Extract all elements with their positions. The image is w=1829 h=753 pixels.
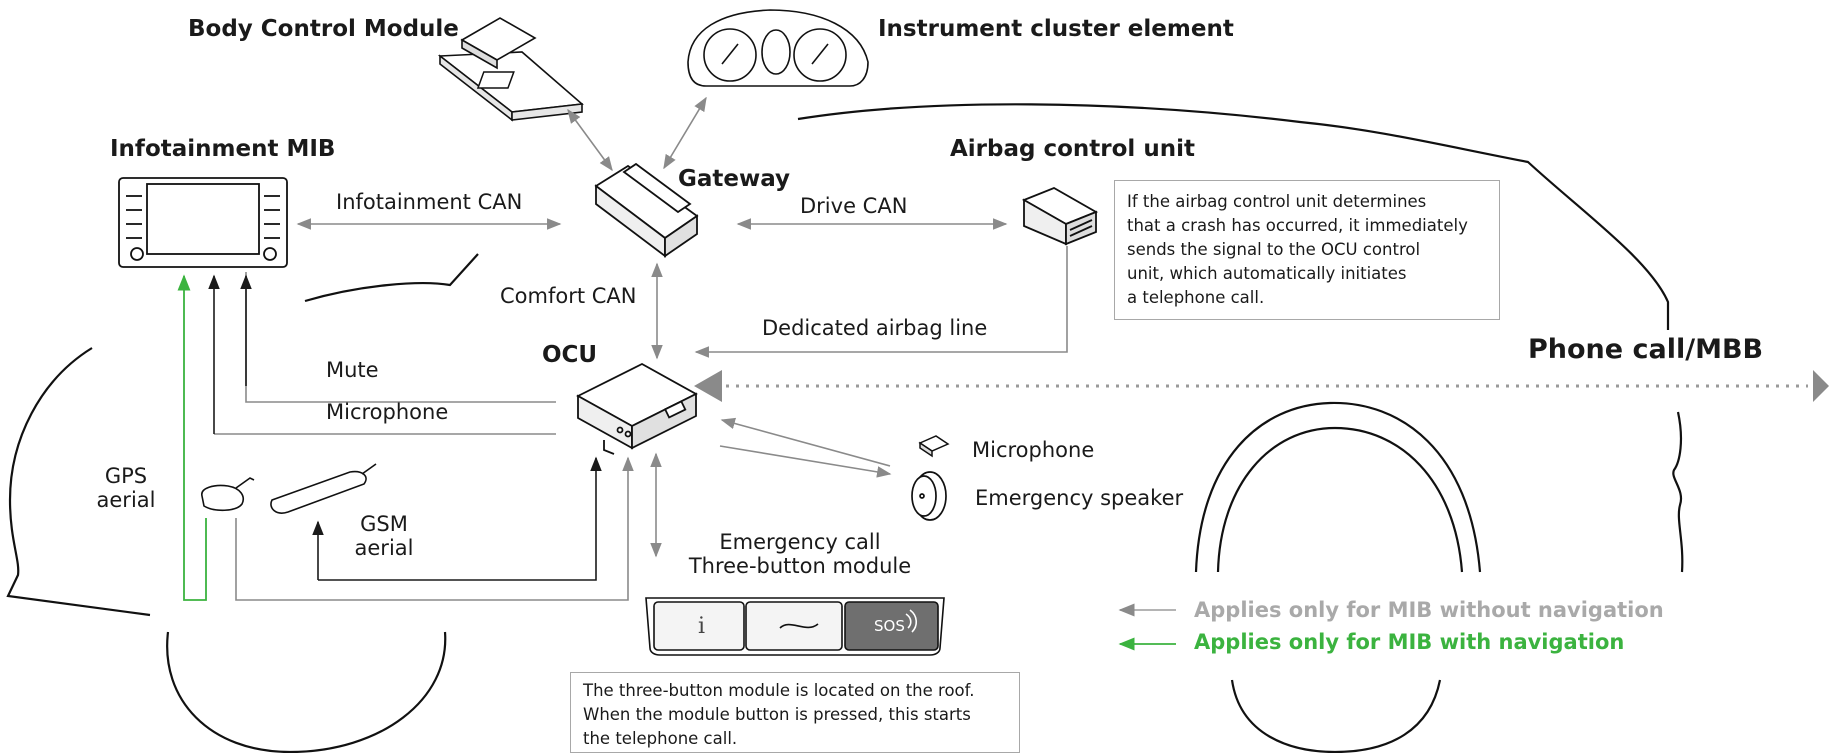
phone-call-title: Phone call/MBB [1528,334,1764,365]
emergency-call-label-line2: Three-button module [688,554,912,579]
ocu-title: OCU [542,342,598,368]
info-button-label: i [698,614,706,639]
emergency-speaker-label: Emergency speaker [975,486,1184,510]
drive-can-label: Drive CAN [800,194,908,218]
car-outline [6,103,1684,753]
comfort-can-label: Comfort CAN [500,284,637,308]
gsm-aerial-label: GSM aerial [352,512,416,560]
microphone-icon [918,435,950,458]
body-control-module-title: Body Control Module [188,16,459,42]
three-button-module-icon [645,597,945,656]
microphone-line-label: Microphone [326,400,449,424]
body-control-module-icon [437,17,584,122]
airbag-note-line: unit, which automatically initiates [1127,263,1407,283]
gateway-title: Gateway [678,166,791,192]
gsm-aerial-icon [270,463,377,514]
gsm-aerial-label-line1: GSM [360,512,408,536]
airbag-note: If the airbag control unit determines th… [1114,180,1500,320]
infotainment-can-label: Infotainment CAN [336,190,523,214]
gps-aerial-label: GPS aerial [96,464,156,512]
mute-label: Mute [326,358,379,382]
emergency-speaker-icon [911,471,947,521]
sos-button-label: SOS [874,617,905,635]
infotainment-unit-icon [118,177,288,268]
emergency-call-label: Emergency call Three-button module [680,530,920,578]
ocu-icon [576,362,698,455]
airbag-note-line: If the airbag control unit determines [1127,192,1427,211]
dedicated-airbag-line-label: Dedicated airbag line [762,316,988,340]
legend-with-navigation: Applies only for MIB with navigation [1194,630,1625,654]
airbag-note-line: a telephone call. [1127,287,1265,307]
phone-call-line [694,370,1829,402]
three-button-note-line: The three-button module is located on th… [583,681,975,700]
gateway-icon [594,162,699,258]
legend-without-navigation: Applies only for MIB without navigation [1194,598,1664,622]
airbag-unit-icon [1021,187,1099,246]
gsm-aerial-label-line2: aerial [354,536,414,561]
gps-aerial-label-line2: aerial [96,488,156,513]
gps-aerial-label-line1: GPS [104,464,148,488]
black-connections [208,274,602,581]
instrument-cluster-title: Instrument cluster element [878,16,1234,42]
airbag-note-line: sends the signal to the OCU control [1127,239,1421,259]
three-button-note: The three-button module is located on th… [570,672,1020,753]
gps-aerial-icon [201,477,255,512]
emergency-call-label-line1: Emergency call [719,530,881,554]
instrument-cluster-icon [687,9,869,87]
infotainment-mib-title: Infotainment MIB [110,136,336,162]
three-button-note-line: When the module button is pressed, this … [583,704,971,724]
microphone-label: Microphone [972,438,1095,462]
green-connection [177,274,207,601]
legend-arrows [1118,603,1176,651]
airbag-note-line: that a crash has occurred, it immediatel… [1127,215,1468,235]
airbag-control-unit-title: Airbag control unit [950,136,1195,162]
three-button-note-line: the telephone call. [583,728,738,748]
